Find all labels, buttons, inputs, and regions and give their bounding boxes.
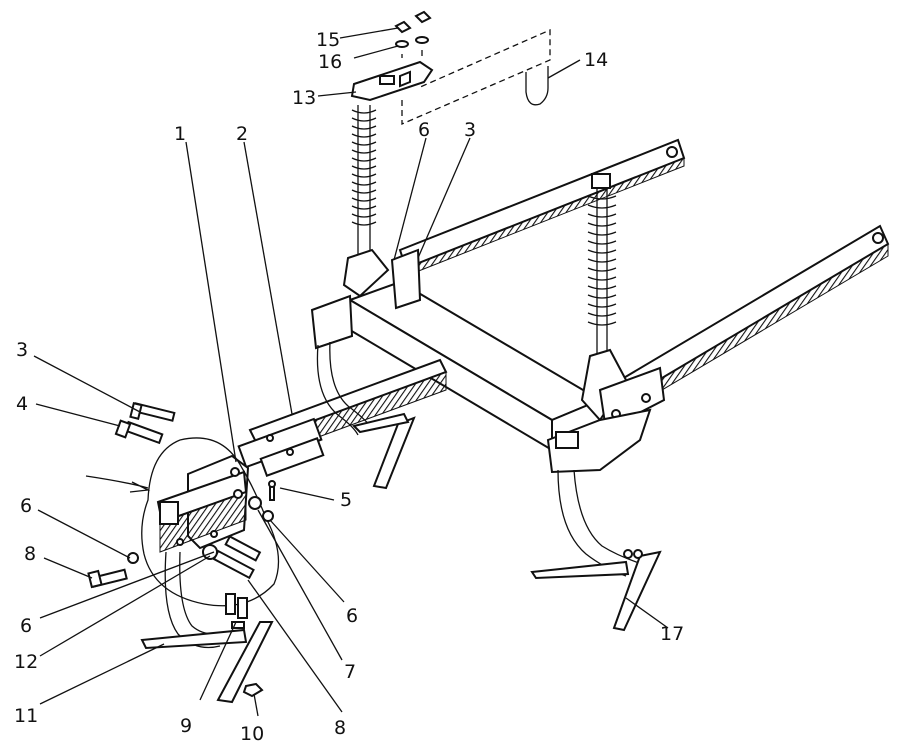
front-left-tine-bracket	[156, 454, 250, 553]
bolt-3	[129, 402, 176, 422]
nut-10	[242, 682, 264, 698]
bolt-4	[114, 419, 164, 445]
callout-3-upper: 3	[464, 119, 476, 141]
front-left-tine	[140, 551, 274, 704]
callout-2: 2	[236, 123, 248, 145]
rear-side-beam	[398, 138, 686, 277]
callout-11: 11	[14, 705, 38, 727]
leader-lines	[33, 27, 669, 717]
front-side-beam	[598, 224, 890, 423]
u-bolt-14	[525, 66, 549, 106]
callout-13: 13	[292, 87, 316, 109]
washer-6	[127, 496, 274, 564]
callout-15: 15	[316, 29, 340, 51]
callout-6-lower: 6	[20, 615, 32, 637]
spring-cap-13	[350, 60, 434, 102]
callout-14: 14	[584, 49, 608, 71]
callout-3-left: 3	[16, 339, 28, 361]
callout-8-left: 8	[24, 543, 36, 565]
bolts-9	[225, 593, 248, 619]
callout-12: 12	[14, 651, 38, 673]
callout-10: 10	[240, 723, 264, 745]
callout-9: 9	[180, 715, 192, 737]
callout-4: 4	[16, 393, 28, 415]
callout-17: 17	[660, 623, 684, 645]
nut-15	[394, 10, 432, 34]
callout-7: 7	[344, 661, 356, 683]
rear-left-spring-assembly	[310, 105, 422, 436]
rear-middle-point	[352, 412, 416, 490]
right-tine-17	[530, 469, 662, 632]
right-spring-assembly	[546, 173, 666, 474]
callout-5: 5	[340, 489, 352, 511]
washer-16	[395, 36, 429, 48]
left-frame-bar	[237, 358, 448, 477]
assembly-guide-dashed	[401, 29, 551, 125]
callout-1: 1	[174, 123, 186, 145]
callout-6-right: 6	[346, 605, 358, 627]
callout-labels: 1 2 3 3 4 5 6 6 6 6 7 8 8 9 10 11 12 13 …	[14, 29, 684, 745]
bolt-5	[268, 480, 276, 501]
callout-6-upper: 6	[418, 119, 430, 141]
callout-6-left: 6	[20, 495, 32, 517]
callout-8-bottom: 8	[334, 717, 346, 739]
highlight-arrow	[85, 475, 151, 493]
callout-16: 16	[318, 51, 342, 73]
nut-12	[202, 544, 218, 560]
